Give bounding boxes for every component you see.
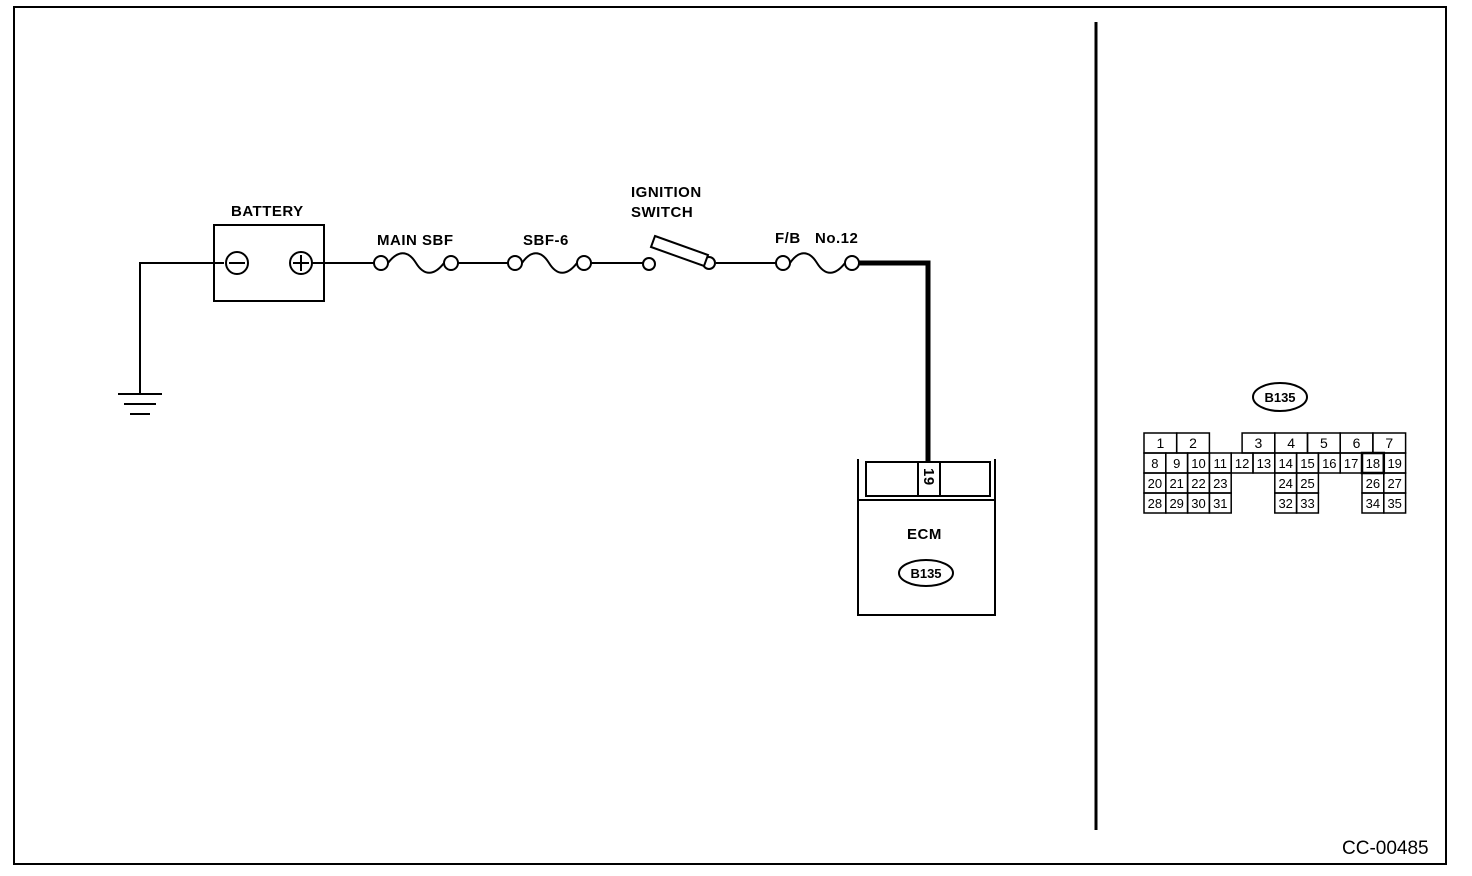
pin-33-cell <box>1295 492 1320 514</box>
pin-32: 32 <box>1278 496 1292 511</box>
connector-id-label: B135 <box>1264 390 1295 405</box>
pin-19: 19 <box>1387 456 1401 471</box>
pin-8: 8 <box>1151 456 1158 471</box>
sbf6-label: SBF-6 <box>523 232 569 249</box>
pin-33: 33 <box>1300 496 1314 511</box>
pin-21: 21 <box>1169 476 1183 491</box>
ignition-switch-icon <box>642 234 716 271</box>
negative-terminal-icon <box>225 251 249 275</box>
ignition-label-line1: IGNITION <box>631 184 702 201</box>
figure-code: CC-00485 <box>1342 838 1429 859</box>
pin-30: 30 <box>1191 496 1205 511</box>
fb-number-label: No.12 <box>815 230 858 247</box>
main-sbf-fuse-icon <box>373 252 459 274</box>
ignition-label-line2: SWITCH <box>631 204 693 221</box>
ground-symbol <box>118 262 224 415</box>
pin-1: 1 <box>1156 435 1164 451</box>
pin-23: 23 <box>1213 476 1227 491</box>
ecm-connector-label: B135 <box>910 566 941 581</box>
ecm-terminal-number: 19 <box>920 468 937 486</box>
pin-34: 34 <box>1366 496 1380 511</box>
pin-10: 10 <box>1191 456 1205 471</box>
positive-terminal-icon <box>289 251 313 275</box>
pin-12: 12 <box>1235 456 1249 471</box>
battery-label: BATTERY <box>231 203 304 220</box>
pin-6: 6 <box>1353 435 1361 451</box>
ecm-connector-badge <box>898 559 954 587</box>
main-sbf-label: MAIN SBF <box>377 232 454 249</box>
pin-17: 17 <box>1344 456 1358 471</box>
pin-25: 25 <box>1300 476 1314 491</box>
pin-9: 9 <box>1173 456 1180 471</box>
outer-frame <box>13 6 1447 865</box>
sbf6-fuse-icon <box>507 252 592 274</box>
pin-27: 27 <box>1387 476 1401 491</box>
fb-label: F/B <box>775 230 801 247</box>
pin-31: 31 <box>1213 496 1227 511</box>
pin-13: 13 <box>1257 456 1271 471</box>
pin-26: 26 <box>1366 476 1380 491</box>
pin-24: 24 <box>1278 476 1292 491</box>
pin-35-cell <box>1383 492 1407 514</box>
pin-28: 28 <box>1148 496 1162 511</box>
pin-4: 4 <box>1287 435 1295 451</box>
pin-3: 3 <box>1255 435 1263 451</box>
pin-7: 7 <box>1385 435 1393 451</box>
pin-14: 14 <box>1278 456 1292 471</box>
fb-no12-fuse-icon <box>775 252 860 274</box>
ecm-label: ECM <box>907 526 942 543</box>
pin-18: 18 <box>1366 456 1380 471</box>
pin-29: 29 <box>1169 496 1183 511</box>
pin-11: 11 <box>1214 456 1228 471</box>
pin-35: 35 <box>1387 496 1401 511</box>
battery <box>213 224 325 302</box>
pin-2: 2 <box>1189 435 1197 451</box>
pin-31-cell <box>1208 492 1232 514</box>
pin-16: 16 <box>1322 456 1336 471</box>
connector-id-badge <box>1252 382 1308 412</box>
pin-highlight <box>1360 451 1386 475</box>
ecm-box <box>857 459 996 616</box>
pin-22: 22 <box>1191 476 1205 491</box>
pin-5: 5 <box>1320 435 1328 451</box>
harness-wire-to-ecm <box>859 260 931 462</box>
pin-15: 15 <box>1300 456 1314 471</box>
pin-20: 20 <box>1148 476 1162 491</box>
